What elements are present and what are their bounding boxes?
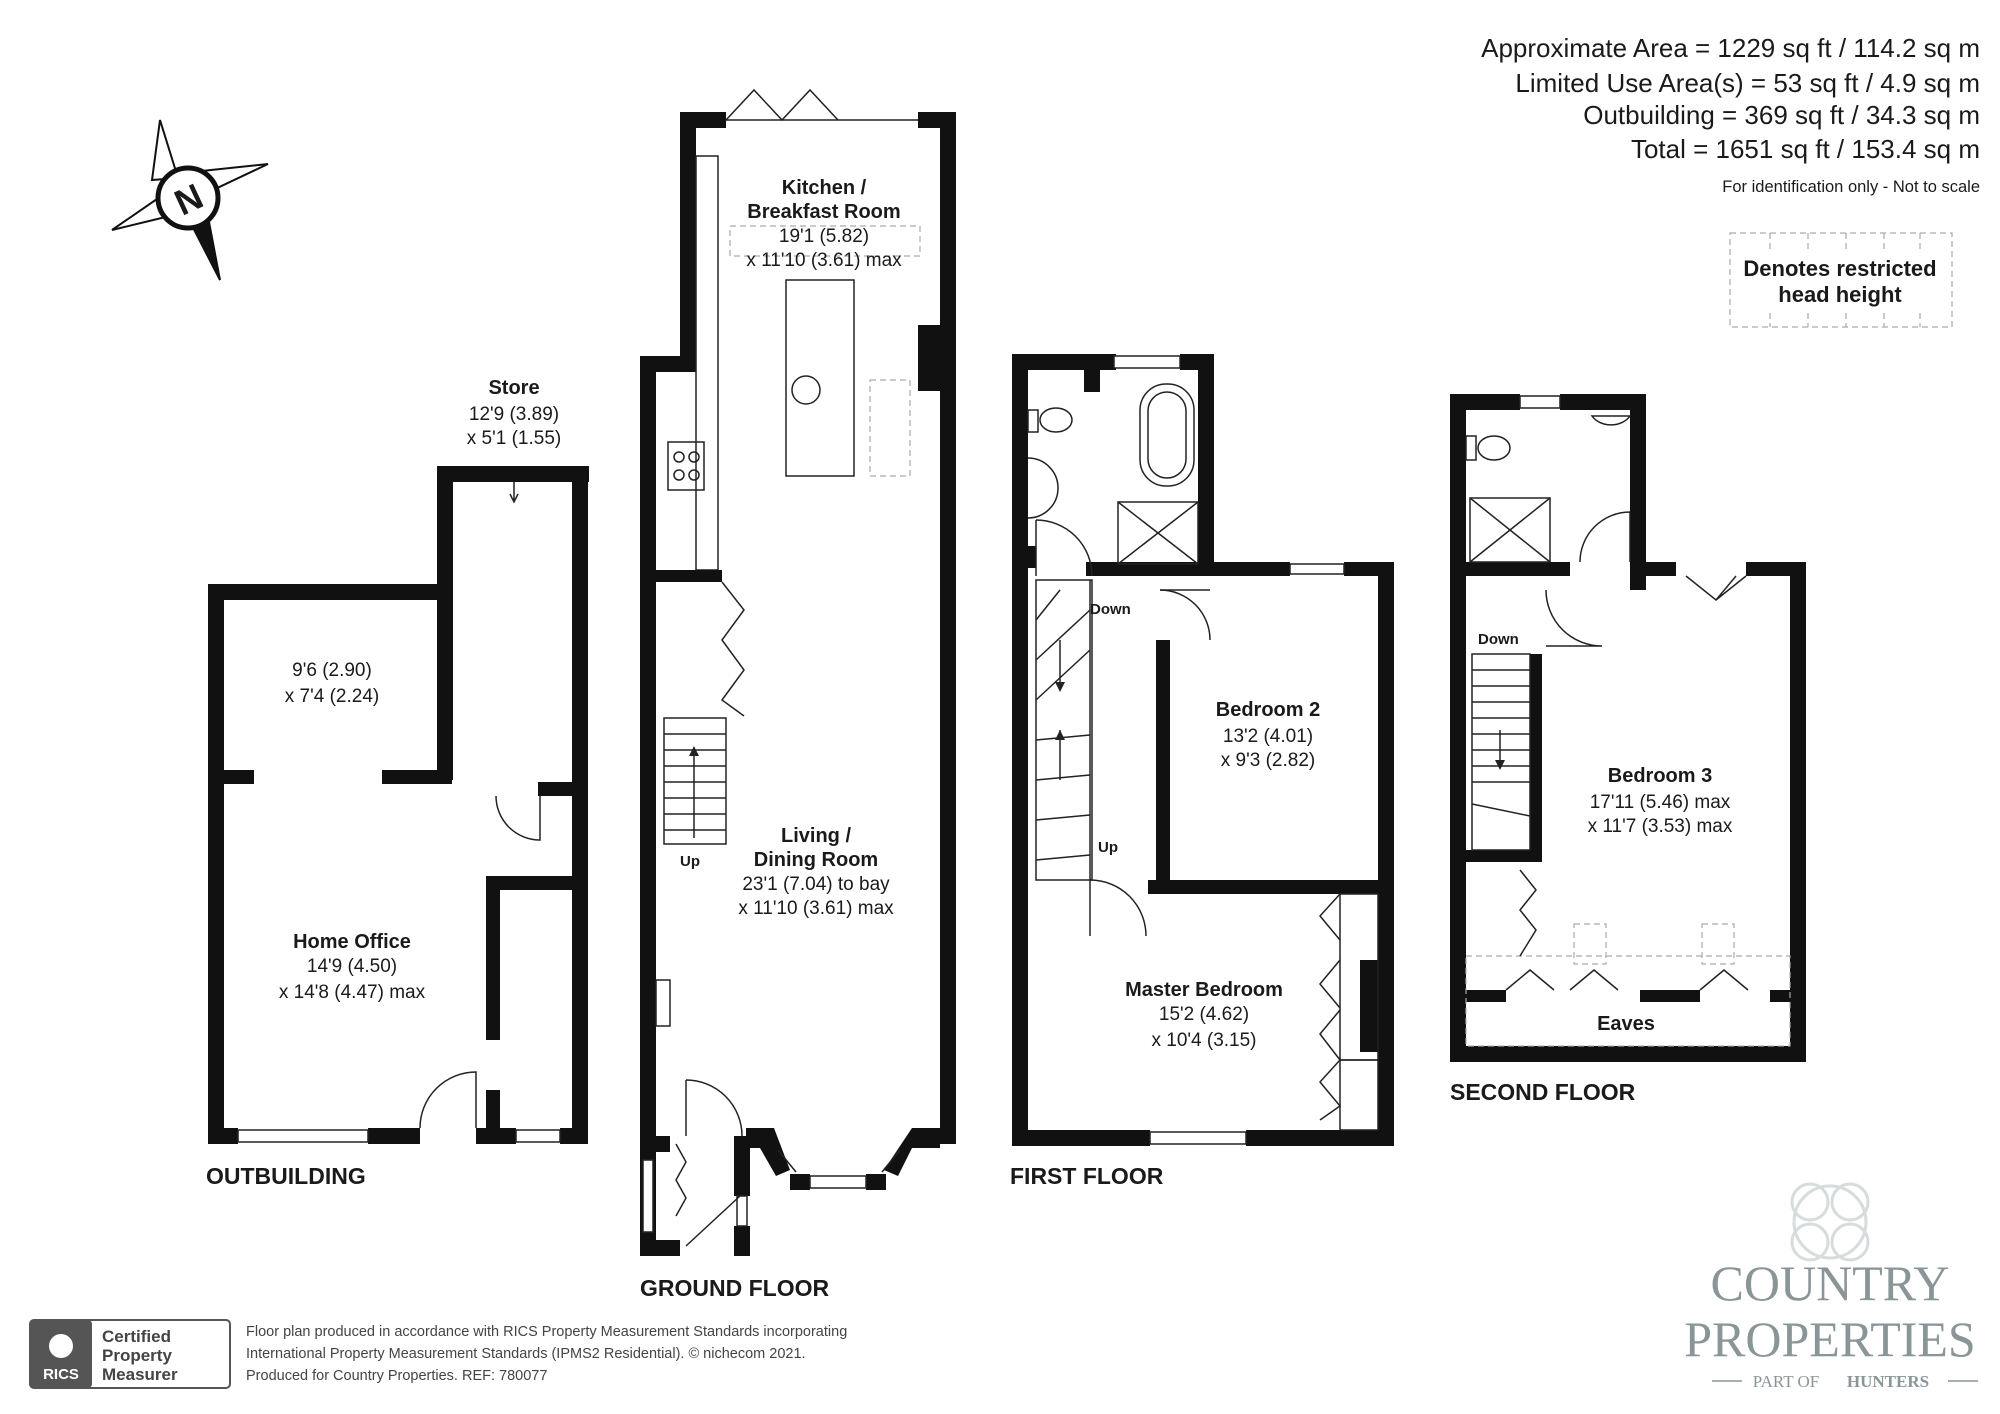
approximate-area: Approximate Area = 1229 sq ft / 114.2 sq… [1481, 33, 1980, 63]
master-bedroom-dim-1: 15'2 (4.62) [1159, 1004, 1249, 1025]
bedroom2-dim-2: x 9'3 (2.82) [1221, 750, 1315, 771]
bedroom2-name: Bedroom 2 [1216, 699, 1320, 721]
store-dim-1: 12'9 (3.89) [469, 404, 559, 425]
rics-logo-icon [49, 1334, 73, 1358]
ground-stairs-up: Up [680, 853, 700, 870]
outbuilding-floor-label: OUTBUILDING [206, 1163, 366, 1189]
compass-icon: N [111, 119, 269, 281]
rics-text: RICS [43, 1366, 79, 1383]
first-stairs-down: Down [1090, 601, 1131, 618]
store-name: Store [488, 377, 539, 399]
brand-line-1: COUNTRY [1711, 1255, 1950, 1311]
home-office-dim-2: x 14'8 (4.47) max [279, 982, 426, 1003]
kitchen-dim-1: 19'1 (5.82) [779, 226, 869, 247]
rics-badge: RICS Certified Property Measurer [29, 1319, 231, 1389]
flower-logo-icon [1790, 1182, 1870, 1262]
outbuilding-room-dim-1: 9'6 (2.90) [292, 660, 372, 681]
store-dim-2: x 5'1 (1.55) [467, 428, 561, 449]
ground-floor-label: GROUND FLOOR [640, 1275, 829, 1301]
country-properties-logo: COUNTRY PROPERTIES PART OF HUNTERS [1684, 1182, 1978, 1391]
footer-text-3: Produced for Country Properties. REF: 78… [246, 1368, 547, 1384]
total-area: Total = 1651 sq ft / 153.4 sq m [1631, 134, 1980, 164]
bedroom3-name: Bedroom 3 [1608, 765, 1712, 787]
kitchen-name-1: Kitchen / [782, 177, 867, 199]
restricted-height-legend: Denotes restricted head height [1729, 232, 1953, 328]
second-floor-plan [1450, 394, 1806, 1062]
first-floor-label: FIRST FLOOR [1010, 1163, 1164, 1189]
brand-tagline-brand: HUNTERS [1847, 1372, 1929, 1391]
master-bedroom-name: Master Bedroom [1125, 979, 1283, 1001]
second-stairs-down: Down [1478, 631, 1519, 648]
disclaimer-note: For identification only - Not to scale [1722, 178, 1980, 196]
bedroom3-dim-2: x 11'7 (3.53) max [1588, 816, 1733, 837]
bedroom3-dim-1: 17'11 (5.46) max [1590, 792, 1731, 813]
outbuilding-area: Outbuilding = 369 sq ft / 34.3 sq m [1583, 100, 1980, 130]
bedroom2-dim-1: 13'2 (4.01) [1223, 726, 1313, 747]
first-stairs-up: Up [1098, 839, 1118, 856]
ground-floor-plan [640, 88, 956, 1256]
first-floor-plan [1012, 354, 1394, 1146]
master-bedroom-dim-2: x 10'4 (3.15) [1151, 1030, 1256, 1051]
outbuilding-plan [208, 466, 589, 1144]
brand-tagline-part: PART OF [1753, 1372, 1820, 1391]
limited-use-area: Limited Use Area(s) = 53 sq ft / 4.9 sq … [1515, 68, 1980, 98]
badge-line-3: Measurer [102, 1365, 178, 1384]
kitchen-name-2: Breakfast Room [747, 201, 900, 223]
living-dim-1: 23'1 (7.04) to bay [742, 874, 890, 895]
living-name-1: Living / [781, 825, 851, 847]
home-office-name: Home Office [293, 931, 411, 953]
second-floor-label: SECOND FLOOR [1450, 1079, 1636, 1105]
kitchen-dim-2: x 11'10 (3.61) max [746, 250, 902, 271]
legend-line-2: head height [1778, 282, 1902, 307]
eaves-label: Eaves [1597, 1013, 1655, 1035]
badge-line-1: Certified [102, 1327, 171, 1346]
badge-line-2: Property [102, 1346, 172, 1365]
legend-line-1: Denotes restricted [1743, 256, 1936, 281]
area-summary: Approximate Area = 1229 sq ft / 114.2 sq… [1481, 33, 1980, 196]
outbuilding-room-dim-2: x 7'4 (2.24) [285, 686, 379, 707]
brand-line-2: PROPERTIES [1684, 1311, 1976, 1367]
home-office-dim-1: 14'9 (4.50) [307, 956, 397, 977]
footer-text-1: Floor plan produced in accordance with R… [246, 1324, 847, 1340]
footer-text-2: International Property Measurement Stand… [246, 1346, 806, 1362]
living-dim-2: x 11'10 (3.61) max [738, 898, 894, 919]
living-name-2: Dining Room [754, 849, 878, 871]
